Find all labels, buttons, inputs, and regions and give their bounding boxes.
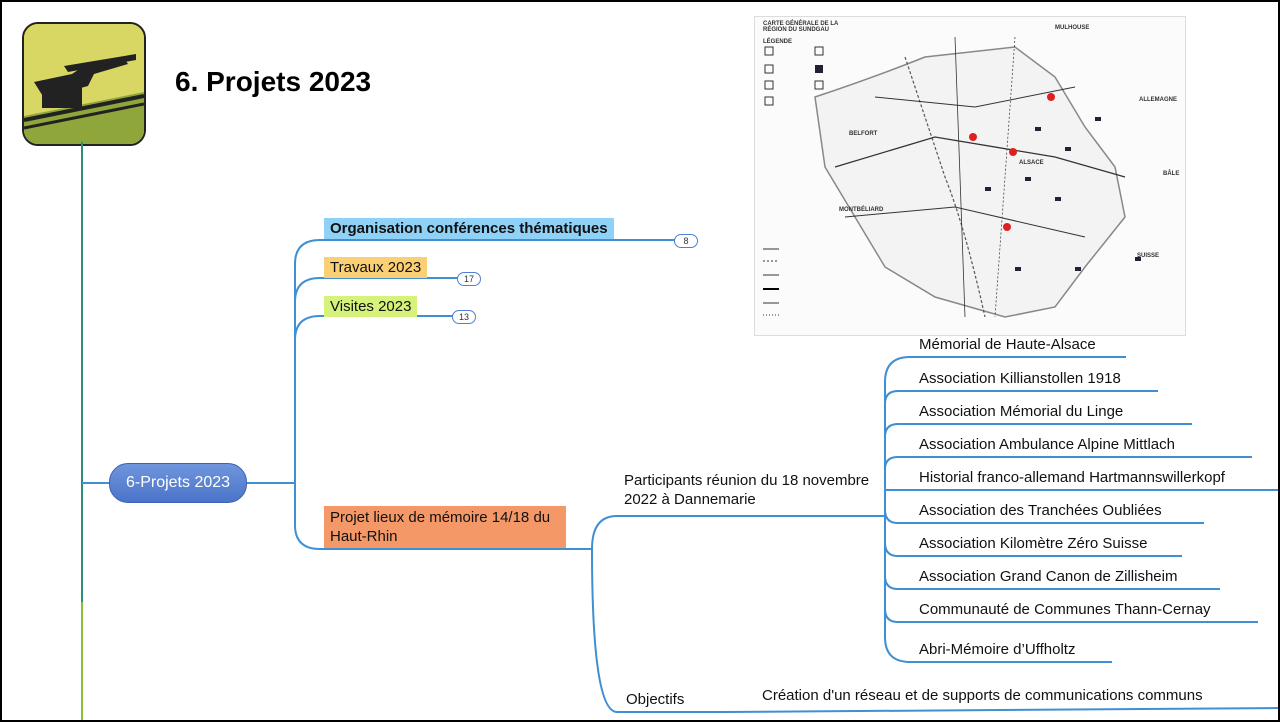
branch-projet-lieux-label: Projet lieux de mémoire 14/18 du Haut-Rh… xyxy=(330,509,551,545)
branch-projet-lieux[interactable]: Projet lieux de mémoire 14/18 du Haut-Rh… xyxy=(324,506,566,548)
map-place-label: MONTBÉLIARD xyxy=(839,207,884,213)
participant-item[interactable]: Communauté de Communes Thann-Cernay xyxy=(919,601,1211,618)
map-place-label: BÂLE xyxy=(1163,171,1180,177)
page-title: 6. Projets 2023 xyxy=(175,66,372,97)
participant-item[interactable]: Mémorial de Haute-Alsace xyxy=(919,336,1096,353)
branch-travaux[interactable]: Travaux 2023 xyxy=(324,257,428,278)
participant-item[interactable]: Association Killianstollen 1918 xyxy=(919,370,1121,387)
participant-item[interactable]: Association Ambulance Alpine Mittlach xyxy=(919,436,1175,453)
map-place-label: ALLEMAGNE xyxy=(1139,97,1177,103)
participant-item[interactable]: Association Grand Canon de Zillisheim xyxy=(919,568,1178,585)
map-place-label: SUISSE xyxy=(1137,253,1160,259)
participant-item[interactable]: Association Mémorial du Linge xyxy=(919,403,1124,420)
participant-item[interactable]: Association des Tranchées Oubliées xyxy=(919,502,1162,519)
sundgau-map-image: CARTE GÉNÉRALE DE LA RÉGION DU SUNDGAU L… xyxy=(754,16,1186,336)
participant-item[interactable]: Abri-Mémoire d’Uffholtz xyxy=(919,641,1076,658)
map-place-label: ALSACE xyxy=(1019,160,1044,166)
participants-label: Participants réunion du 18 novembre 2022… xyxy=(624,472,870,508)
branch-conferences[interactable]: Organisation conférences thématiques xyxy=(324,218,614,239)
branch-conferences-label: Organisation conférences thématiques xyxy=(330,220,608,237)
objectifs-text[interactable]: Création d'un réseau et de supports de c… xyxy=(762,687,1203,704)
map-title: CARTE GÉNÉRALE DE LA RÉGION DU SUNDGAU xyxy=(763,21,839,33)
map-place-label: MULHOUSE xyxy=(1055,25,1090,31)
branch-travaux-label: Travaux 2023 xyxy=(330,259,422,276)
participant-item[interactable]: Association Kilomètre Zéro Suisse xyxy=(919,535,1148,552)
root-node-label: 6-Projets 2023 xyxy=(125,474,231,491)
badge-visites[interactable]: 13 xyxy=(452,310,476,324)
tank-logo-icon xyxy=(22,22,146,146)
root-node[interactable]: 6-Projets 2023 xyxy=(109,463,247,503)
map-legend-heading: LÉGENDE xyxy=(763,39,793,45)
badge-conferences[interactable]: 8 xyxy=(674,234,698,248)
badge-travaux[interactable]: 17 xyxy=(457,272,481,286)
map-place-label: BELFORT xyxy=(849,131,878,137)
participant-item[interactable]: Historial franco-allemand Hartmannswille… xyxy=(919,469,1225,486)
branch-visites[interactable]: Visites 2023 xyxy=(324,296,418,317)
participants-node[interactable]: Participants réunion du 18 novembre 2022… xyxy=(624,471,874,509)
branch-visites-label: Visites 2023 xyxy=(330,298,412,315)
objectifs-node[interactable]: Objectifs xyxy=(626,691,685,708)
